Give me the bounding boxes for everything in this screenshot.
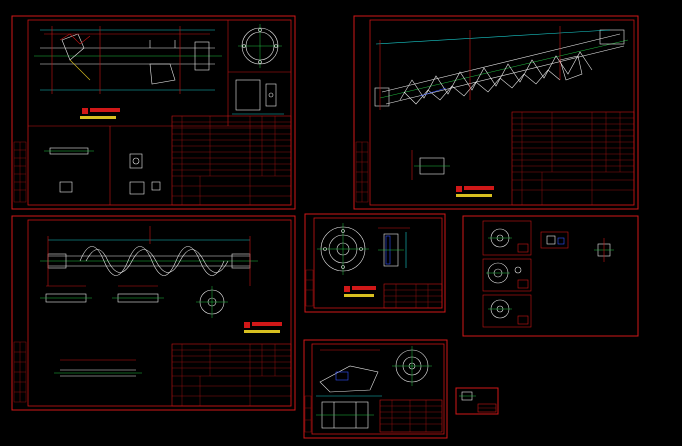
part-detail-a bbox=[482, 220, 532, 256]
drive-base-view bbox=[316, 346, 432, 397]
flange-section-view bbox=[378, 227, 410, 268]
shaft-end-details bbox=[40, 285, 228, 318]
company-logo-stamp-icon bbox=[344, 286, 376, 297]
title-block-6 bbox=[379, 399, 443, 433]
detail-pins bbox=[44, 147, 161, 195]
title-block-2 bbox=[511, 111, 635, 206]
drive-base-plan bbox=[316, 401, 374, 429]
part-detail-d bbox=[540, 231, 569, 249]
sheet-5 bbox=[462, 215, 639, 337]
sheet-7 bbox=[455, 387, 499, 415]
title-block-3 bbox=[171, 343, 292, 407]
company-logo-stamp-icon bbox=[80, 108, 120, 119]
title-block-1 bbox=[171, 115, 292, 206]
sheet-1 bbox=[11, 15, 296, 210]
company-logo-stamp-icon bbox=[456, 186, 494, 197]
screw-shaft-view bbox=[40, 226, 258, 286]
conveyor-side-view bbox=[34, 26, 222, 94]
sheet-6 bbox=[303, 339, 448, 439]
part-detail-b bbox=[482, 258, 532, 292]
motor-detail bbox=[411, 150, 450, 180]
shaft-long-detail bbox=[54, 359, 142, 377]
sheet-3 bbox=[11, 215, 296, 411]
flange-front-view bbox=[317, 223, 369, 275]
company-logo-stamp-icon bbox=[244, 322, 282, 333]
conveyor-inclined-view bbox=[374, 26, 629, 110]
bracket-view bbox=[232, 79, 284, 115]
sheet-4 bbox=[304, 213, 446, 313]
flange-end-view bbox=[238, 24, 282, 68]
part-detail-e bbox=[594, 238, 614, 262]
sheet-2 bbox=[353, 15, 639, 210]
title-block-4 bbox=[383, 283, 443, 309]
part-detail-c bbox=[482, 294, 532, 328]
